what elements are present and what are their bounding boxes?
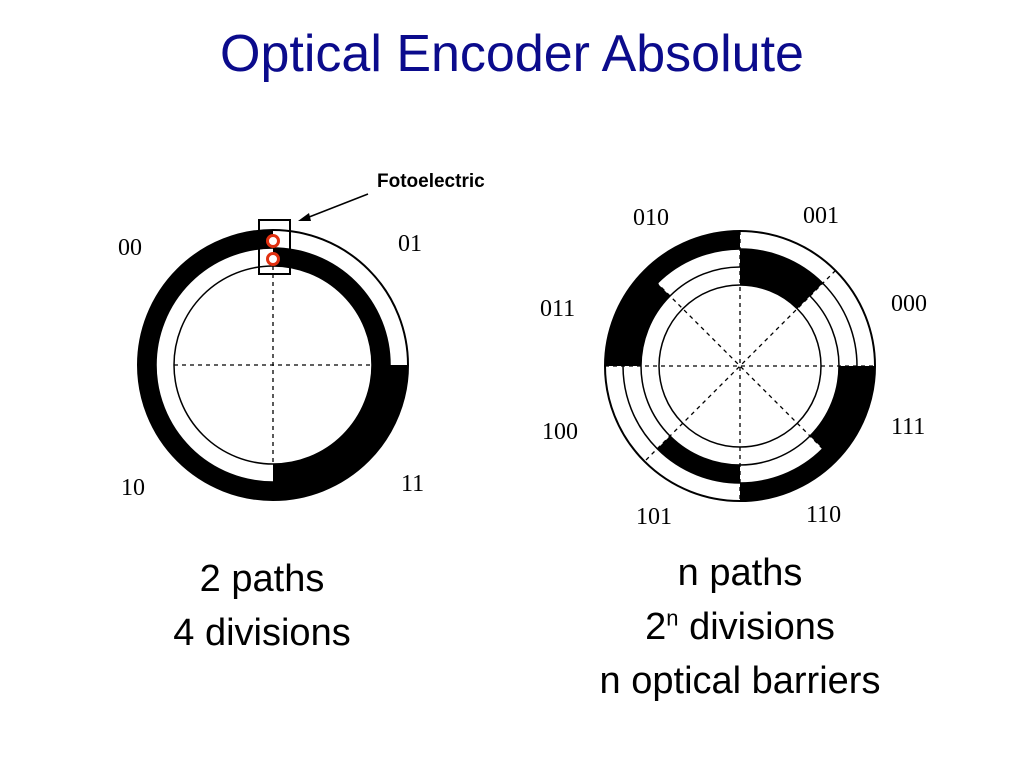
right-caption-divisions: 2n divisions (540, 600, 940, 654)
divisions-base: 2 (645, 606, 667, 648)
right-label-100: 100 (542, 419, 578, 445)
left-label-11: 11 (401, 471, 424, 497)
inner-track-black-segment (740, 267, 810, 309)
left-label-10: 10 (121, 475, 145, 501)
sensor-pointer-line (303, 193, 369, 220)
left-caption: 2 paths 4 divisions (112, 552, 412, 660)
left-label-01: 01 (398, 231, 422, 257)
sensor-box (258, 219, 291, 275)
middle-track-black-segment-3 (657, 436, 740, 483)
right-label-000: 000 (891, 291, 927, 317)
left-caption-divisions: 4 divisions (173, 612, 351, 654)
divisions-word: divisions (678, 606, 835, 648)
three-track-encoder-disk (604, 230, 876, 502)
sensor-cell-outer (266, 234, 280, 248)
two-track-encoder-disk (137, 229, 409, 501)
outer-track-black-segment-2 (605, 231, 740, 366)
slide-title: Optical Encoder Absolute (220, 25, 804, 83)
sensor-label: Fotoelectric (377, 171, 485, 192)
left-label-00: 00 (118, 235, 142, 261)
right-label-111: 111 (891, 414, 925, 440)
right-label-001: 001 (803, 203, 839, 229)
track-ring-3 (658, 284, 822, 448)
sector-divider-diagonal-2 (644, 270, 836, 462)
left-caption-paths: 2 paths (199, 558, 325, 600)
photoelectric-sensor (258, 193, 369, 275)
divisions-exponent: n (666, 605, 679, 631)
right-label-110: 110 (806, 502, 841, 528)
outer-rim (137, 229, 409, 501)
inner-track-black-segment (273, 248, 390, 482)
outer-track-black-segment (740, 366, 875, 501)
middle-track-black-segment (740, 249, 823, 296)
middle-track-black-segment-4 (623, 283, 670, 366)
right-label-011: 011 (540, 296, 575, 322)
sensor-cell-inner (266, 252, 280, 266)
middle-track-black-segment-2 (810, 366, 857, 449)
right-label-010: 010 (633, 205, 669, 231)
sector-divider-diagonal-1 (644, 270, 836, 462)
right-caption: n paths 2n divisions n optical barriers (540, 546, 940, 708)
right-label-101: 101 (636, 504, 672, 530)
sensor-pointer-arrowhead (298, 213, 311, 221)
right-caption-paths: n paths (677, 552, 803, 594)
right-caption-barriers: n optical barriers (599, 660, 881, 702)
